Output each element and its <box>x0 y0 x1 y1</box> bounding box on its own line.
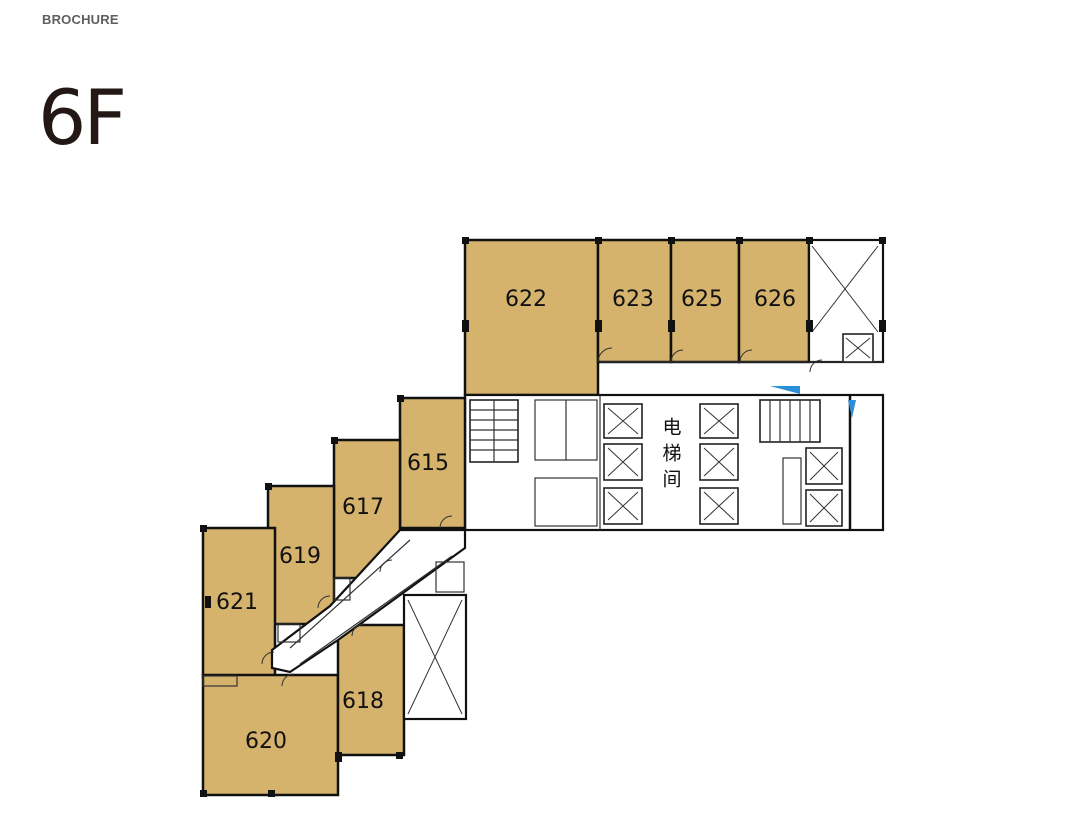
unit-622[interactable] <box>463 238 600 397</box>
unit-label-622: 622 <box>505 287 547 312</box>
brochure-label: BROCHURE <box>42 12 119 27</box>
lobby-label-line1: 电 <box>662 417 681 439</box>
unit-620[interactable] <box>201 673 340 797</box>
diagonal-corridor <box>270 528 467 674</box>
unit-label-620: 620 <box>245 729 287 754</box>
unit-label-625: 625 <box>681 287 723 312</box>
floor-title: 6F <box>38 73 127 162</box>
unit-label-623: 623 <box>612 287 654 312</box>
accent-marker-2 <box>848 400 856 418</box>
unit-621[interactable] <box>201 526 277 680</box>
lobby-label-line3: 间 <box>662 469 681 491</box>
unit-label-615: 615 <box>407 451 449 476</box>
unit-label-621: 621 <box>216 590 258 615</box>
accent-marker-1 <box>770 386 800 394</box>
unit-615[interactable] <box>398 396 467 530</box>
unit-label-617: 617 <box>342 495 384 520</box>
unit-label-619: 619 <box>279 544 321 569</box>
unit-label-626: 626 <box>754 287 796 312</box>
unit-618[interactable] <box>336 623 406 757</box>
lobby-label-line2: 梯 <box>662 443 681 465</box>
unit-label-618: 618 <box>342 689 384 714</box>
unit-623[interactable] <box>596 238 673 364</box>
